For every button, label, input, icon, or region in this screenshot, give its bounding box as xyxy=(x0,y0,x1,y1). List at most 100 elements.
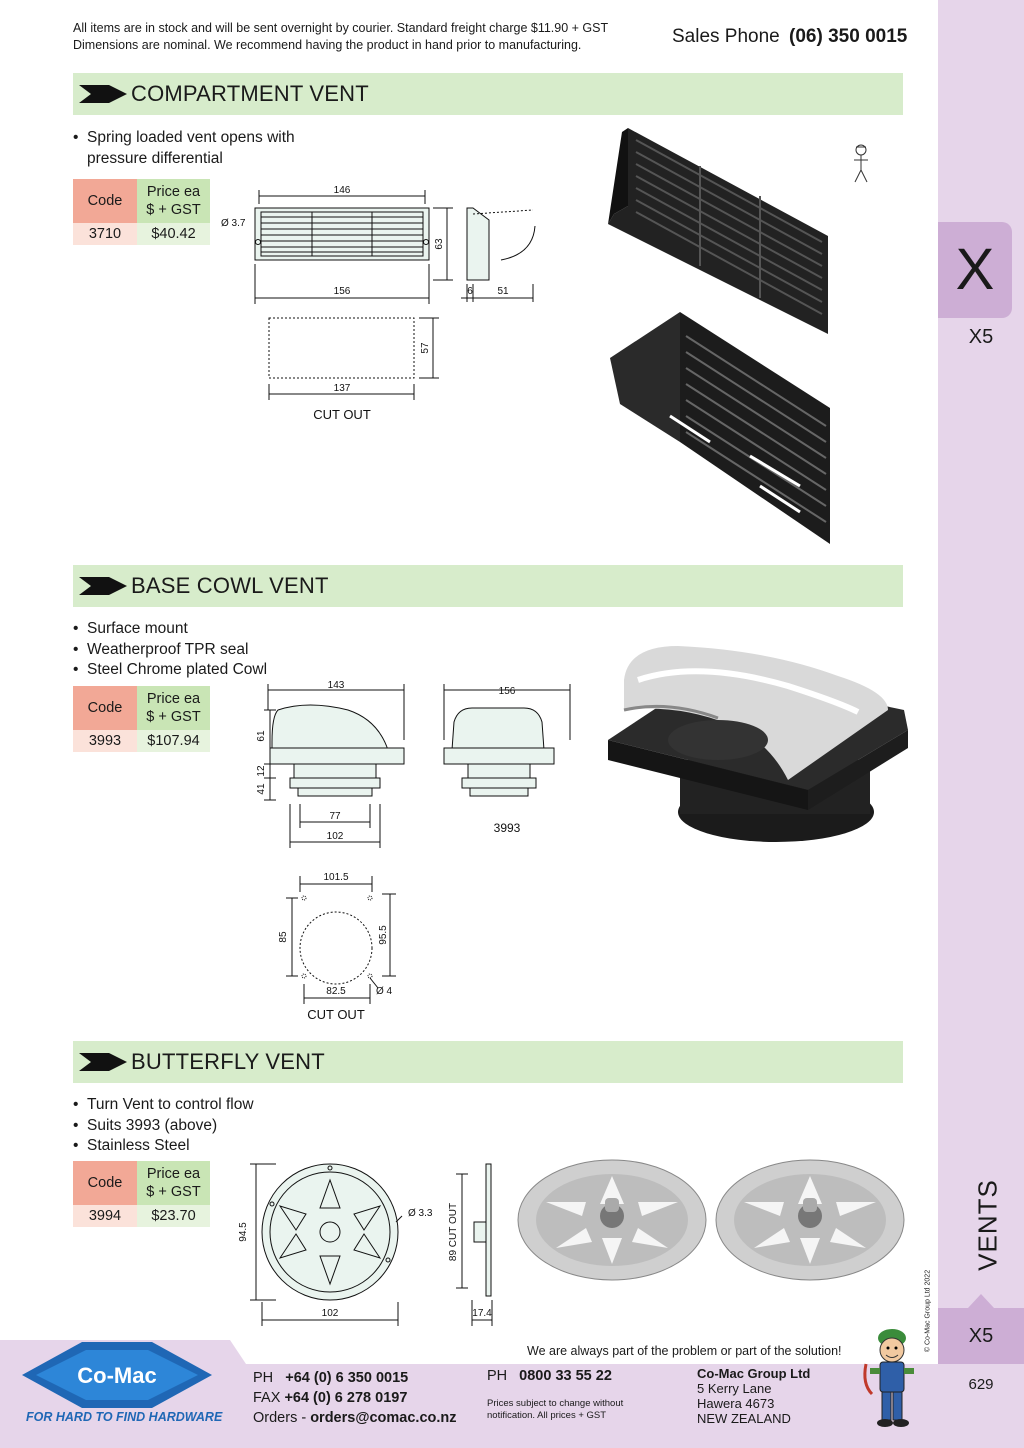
price-header-line2: $ + GST xyxy=(146,1184,201,1200)
butterfly-vent-photo xyxy=(517,1159,905,1281)
freephone-number[interactable]: 0800 33 55 22 xyxy=(519,1368,612,1384)
phone-row: PH +64 (0) 6 350 0015 xyxy=(253,1368,457,1388)
section-title: COMPARTMENT VENT xyxy=(131,81,369,106)
address-line3: NEW ZEALAND xyxy=(697,1411,791,1426)
base-cowl-vent-drawing: 143 61 12 41 77 102 156 3993 101.5 85 95… xyxy=(256,680,571,1022)
dim-hole: Ø 3.3 xyxy=(408,1208,433,1219)
freephone-row: PH 0800 33 55 22 xyxy=(487,1368,612,1384)
cutout-label: CUT OUT xyxy=(307,1007,365,1022)
orders-email[interactable]: orders@comac.co.nz xyxy=(310,1410,457,1426)
dim-41: 41 xyxy=(256,783,267,795)
section-tab-letter: X xyxy=(955,237,995,302)
price-header-line2: $ + GST xyxy=(146,202,201,218)
dim-143: 143 xyxy=(328,680,345,691)
dim-51: 51 xyxy=(497,286,509,297)
sales-phone-label: Sales Phone xyxy=(672,26,780,47)
dim-89-cutout: 89 CUT OUT xyxy=(448,1203,459,1261)
product-code[interactable]: 3710 xyxy=(73,223,137,245)
feature-list: Turn Vent to control flow Suits 3993 (ab… xyxy=(73,1095,254,1157)
sales-phone: Sales Phone (06) 350 0015 xyxy=(672,26,907,48)
fax-label: FAX xyxy=(253,1390,281,1406)
arrow-icon xyxy=(79,1053,127,1071)
copyright-text: © Co-Mac Group Ltd 2022 xyxy=(924,1269,932,1353)
orders-label: Orders - xyxy=(253,1410,307,1426)
dim-hole: Ø 4 xyxy=(376,986,393,997)
section-code-bottom: X5 xyxy=(938,1294,1024,1364)
dim-17-4: 17.4 xyxy=(472,1308,492,1319)
dim-94-5: 94.5 xyxy=(238,1222,249,1242)
dim-156: 156 xyxy=(334,286,351,297)
dim-63: 63 xyxy=(434,238,445,250)
logo-text: Co-Mac xyxy=(77,1363,156,1388)
feature-item: Spring loaded vent opens with xyxy=(73,128,295,149)
page-number: 629 xyxy=(968,1376,994,1393)
product-code[interactable]: 3993 xyxy=(73,730,137,752)
stock-notice: All items are in stock and will be sent … xyxy=(73,20,608,54)
feature-list: Surface mount Weatherproof TPR seal Stee… xyxy=(73,619,267,681)
price-header: Price ea $ + GST xyxy=(137,686,210,730)
arrow-icon xyxy=(79,85,127,103)
product-price: $23.70 xyxy=(137,1205,210,1227)
dim-137: 137 xyxy=(334,383,351,394)
orders-row: Orders - orders@comac.co.nz xyxy=(253,1408,457,1428)
feature-list: Spring loaded vent opens with pressure d… xyxy=(73,128,295,169)
address-line2: Hawera 4673 xyxy=(697,1396,775,1411)
code-header: Code xyxy=(73,1161,137,1205)
feature-item: Surface mount xyxy=(73,619,267,640)
section-tab-x[interactable]: X xyxy=(938,222,1012,318)
dim-85: 85 xyxy=(278,931,289,943)
section-name: VENTS xyxy=(948,1170,1024,1280)
dim-61: 61 xyxy=(256,730,267,742)
dim-57: 57 xyxy=(420,342,431,354)
feature-item: Stainless Steel xyxy=(73,1136,254,1157)
dim-82-5: 82.5 xyxy=(326,986,346,997)
section-header-butterfly-vent: BUTTERFLY VENT xyxy=(73,1041,903,1083)
price-header: Price ea $ + GST xyxy=(137,1161,210,1205)
dim-6: 6 xyxy=(467,286,473,297)
fax-number: +64 (0) 6 278 0197 xyxy=(284,1390,408,1406)
price-header-line2: $ + GST xyxy=(146,709,201,725)
address-block: Co-Mac Group Ltd 5 Kerry Lane Hawera 467… xyxy=(697,1366,810,1426)
terms-note: Prices subject to change without notific… xyxy=(487,1398,647,1422)
compartment-vent-photo xyxy=(608,128,830,544)
fax-row: FAX +64 (0) 6 278 0197 xyxy=(253,1388,457,1408)
section-code-top: X5 xyxy=(968,326,994,348)
part-number: 3993 xyxy=(494,821,521,835)
freephone-label: PH xyxy=(487,1368,508,1384)
dim-102: 102 xyxy=(327,831,344,842)
base-cowl-vent-photo xyxy=(608,646,908,842)
logo-tagline: FOR HARD TO FIND HARDWARE xyxy=(26,1410,223,1424)
dim-77: 77 xyxy=(329,811,341,822)
price-header-line1: Price ea xyxy=(146,1166,201,1182)
mascot-icon xyxy=(863,1329,914,1427)
price-header-line1: Price ea xyxy=(146,184,201,200)
butterfly-vent-drawing: 94.5 Ø 3.3 102 89 CUT OUT 17.4 xyxy=(238,1163,493,1326)
product-code[interactable]: 3994 xyxy=(73,1205,137,1227)
price-header-line1: Price ea xyxy=(146,691,201,707)
feature-item: Turn Vent to control flow xyxy=(73,1095,254,1116)
sales-phone-number[interactable]: (06) 350 0015 xyxy=(789,26,908,47)
section-title: BUTTERFLY VENT xyxy=(131,1049,325,1074)
comac-logo[interactable]: Co-Mac xyxy=(22,1342,212,1408)
section-name-label: VENTS xyxy=(972,1179,1003,1271)
price-header: Price ea $ + GST xyxy=(137,179,210,223)
stock-notice-line1: All items are in stock and will be sent … xyxy=(73,21,609,35)
slogan: We are always part of the problem or par… xyxy=(527,1344,842,1358)
phone-number[interactable]: +64 (0) 6 350 0015 xyxy=(285,1370,409,1386)
dim-12: 12 xyxy=(256,765,267,777)
dim-95-5: 95.5 xyxy=(378,925,389,945)
arrow-icon xyxy=(79,577,127,595)
feature-item: Steel Chrome plated Cowl xyxy=(73,660,267,681)
price-table: Code Price ea $ + GST 3994$23.70 xyxy=(73,1161,210,1227)
phone-label: PH xyxy=(253,1370,274,1386)
company-name: Co-Mac Group Ltd xyxy=(697,1366,811,1381)
dim-146: 146 xyxy=(334,185,351,196)
mascot-sketch-icon xyxy=(854,144,868,183)
product-price: $107.94 xyxy=(137,730,210,752)
feature-item: Weatherproof TPR seal xyxy=(73,640,267,661)
feature-item-continued: pressure differential xyxy=(73,149,295,170)
product-price: $40.42 xyxy=(137,223,210,245)
compartment-vent-drawing: 146 Ø 3.7 156 63 6 51 57 137 CUT OUT xyxy=(221,185,536,422)
